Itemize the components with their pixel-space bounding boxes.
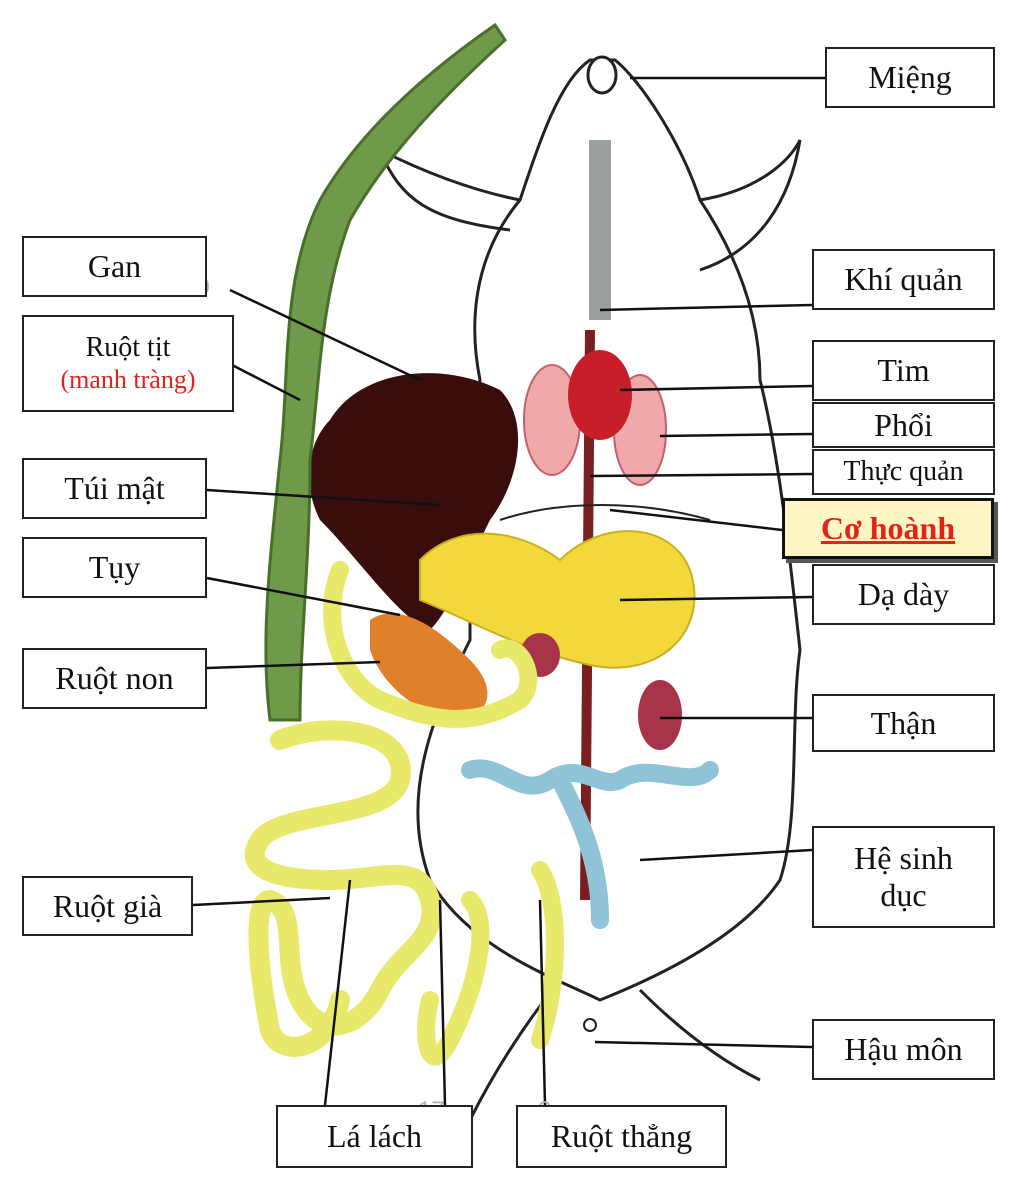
leader-la-lach-1 (323, 879, 352, 1106)
pancreas-shape (370, 613, 488, 720)
large-intestine-shape (244, 720, 442, 1057)
leader-he-sinh-duc (639, 848, 813, 862)
leader-khi-quan (599, 303, 813, 312)
label-manh-trang: (manh tràng) (60, 364, 196, 394)
leader-ruot-tit (231, 363, 301, 402)
leader-ruot-non (206, 660, 381, 670)
left-foreleg-outline (377, 146, 521, 232)
rectum-shape (417, 861, 564, 1066)
label-he-sinh-duc: Hệ sinh dục (812, 826, 995, 928)
anus-shape (583, 1018, 597, 1032)
right-hindleg-outline (638, 988, 761, 1082)
leader-lines (192, 76, 825, 1106)
leader-la-lach-2 (438, 899, 447, 1106)
label-tim: Tim (812, 340, 995, 401)
label-ruot-thang: Ruột thẳng (516, 1105, 727, 1168)
label-tui-mat: Túi mật (22, 458, 207, 519)
leader-phoi (659, 432, 813, 438)
label-la-lach: Lá lách (276, 1105, 473, 1168)
label-ruot-tit: Ruột tịt (manh tràng) (22, 315, 234, 412)
diaphragm-line (499, 504, 711, 521)
label-da-day: Dạ dày (812, 564, 995, 625)
mouth-shape (586, 55, 618, 95)
label-gan: Gan (22, 236, 207, 297)
leader-co-hoanh (609, 508, 783, 532)
leader-ruot-gia (192, 896, 331, 907)
kidney-shape (638, 680, 682, 750)
leader-thuc-quan (589, 472, 813, 478)
label-khi-quan: Khí quản (812, 249, 995, 310)
leader-gan (229, 288, 421, 382)
small-intestine-shape (323, 561, 538, 728)
leader-da-day (619, 595, 813, 602)
label-than: Thận (812, 694, 995, 752)
label-hau-mon: Hậu môn (812, 1019, 995, 1080)
leader-ruot-thang (538, 899, 547, 1106)
label-co-hoanh: Cơ hoành (782, 498, 994, 559)
right-foreleg-outline (699, 139, 802, 272)
cecum-shape (264, 22, 507, 722)
leader-hau-mon (594, 1040, 813, 1049)
leader-tuy (206, 576, 401, 617)
label-thuc-quan: Thực quản (812, 449, 995, 495)
label-ruot-gia: Ruột già (22, 876, 193, 936)
label-mieng: Miệng (825, 47, 995, 108)
label-tuy: Tụy (22, 537, 207, 598)
leader-tui-mat (206, 488, 441, 507)
leader-tim (619, 384, 813, 392)
label-ruot-non: Ruột non (22, 648, 207, 709)
body-outline (416, 58, 802, 1002)
heart-shape (568, 350, 632, 440)
reproductive-system-shape (461, 759, 719, 929)
label-phoi: Phổi (812, 402, 995, 448)
